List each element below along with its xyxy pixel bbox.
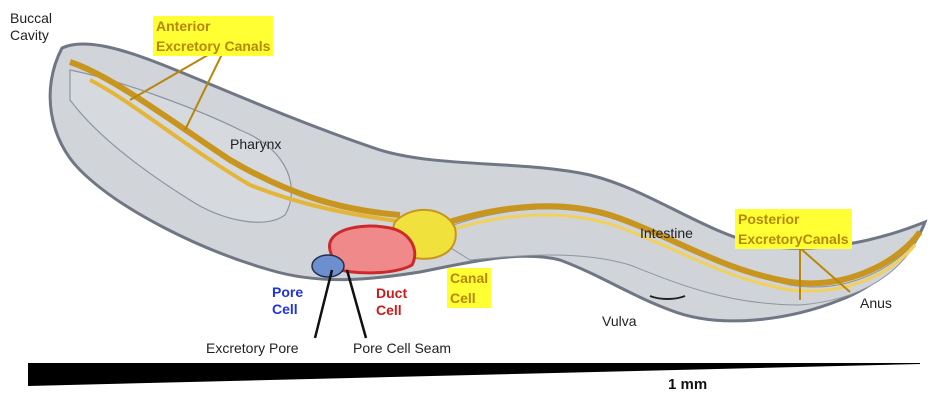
label-canal-cell-word: Cell (447, 288, 491, 308)
label-anterior: Anterior (153, 16, 273, 36)
label-pore-cell-seam: Pore Cell Seam (353, 340, 451, 357)
label-pore: Pore (272, 284, 303, 301)
label-intestine: Intestine (640, 225, 693, 242)
scale-bar (28, 363, 920, 386)
label-cavity: Cavity (10, 27, 52, 44)
label-buccal: Buccal (10, 10, 52, 27)
label-duct: Duct (376, 285, 407, 302)
label-posterior-canals: Posterior ExcretoryCanals (735, 209, 852, 249)
label-vulva: Vulva (602, 313, 637, 330)
label-canal: Canal (447, 268, 491, 288)
label-duct-cell-word: Cell (376, 302, 407, 319)
label-pore-cell-word: Cell (272, 301, 303, 318)
scale-bar-label: 1 mm (668, 376, 707, 393)
label-excretory-canals: Excretory Canals (153, 36, 273, 56)
label-excretory-pore: Excretory Pore (206, 340, 299, 357)
label-excretorycanals: ExcretoryCanals (735, 229, 852, 249)
label-pharynx: Pharynx (230, 136, 281, 153)
pore-cell (312, 255, 344, 277)
label-buccal-cavity: Buccal Cavity (10, 10, 52, 44)
label-pore-cell: Pore Cell (272, 284, 303, 318)
label-canal-cell: Canal Cell (447, 268, 491, 308)
label-duct-cell: Duct Cell (376, 285, 407, 319)
label-anterior-canals: Anterior Excretory Canals (153, 16, 273, 56)
label-anus: Anus (860, 295, 892, 312)
label-posterior: Posterior (735, 209, 852, 229)
